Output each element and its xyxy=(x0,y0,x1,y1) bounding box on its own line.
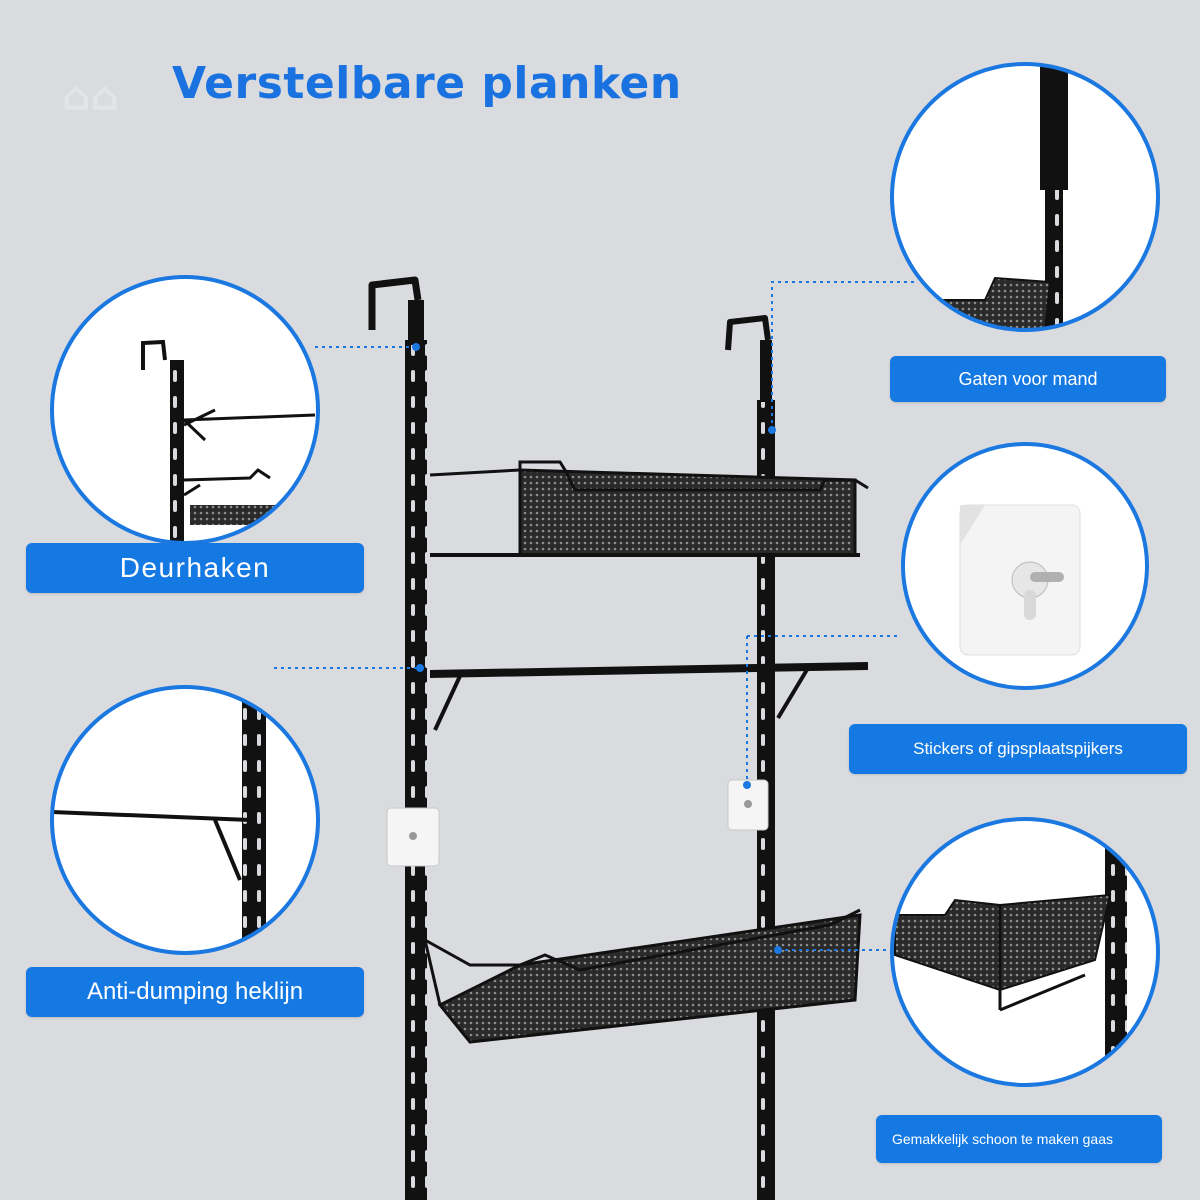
connector-lines xyxy=(274,281,915,951)
adhesive-wall-hook-icon xyxy=(901,442,1149,690)
basket-hole-icon xyxy=(890,62,1160,332)
mesh-basket-icon xyxy=(890,817,1160,1087)
connector-dots xyxy=(412,343,782,954)
watermark-mark: ⌂⌂ xyxy=(62,74,119,120)
label-easy-clean: Gemakkelijk schoon te maken gaas xyxy=(876,1115,1162,1163)
anti-dumping-hook-icon xyxy=(50,685,320,955)
door-hook-icon xyxy=(50,275,320,545)
label-basket-holes: Gaten voor mand xyxy=(890,356,1166,402)
bottom-basket xyxy=(423,908,862,1044)
page-title: Verstelbare planken xyxy=(172,58,682,109)
label-stickers: Stickers of gipsplaatspijkers xyxy=(849,724,1187,774)
label-door-hooks: Deurhaken xyxy=(26,543,364,593)
top-basket xyxy=(429,460,869,557)
label-anti-dumping: Anti-dumping heklijn xyxy=(26,967,364,1017)
middle-shelf xyxy=(430,662,868,731)
right-upright xyxy=(725,315,775,1200)
adhesive-plate-left xyxy=(386,807,440,867)
left-upright xyxy=(368,276,427,1200)
adhesive-plate-right xyxy=(727,779,769,831)
